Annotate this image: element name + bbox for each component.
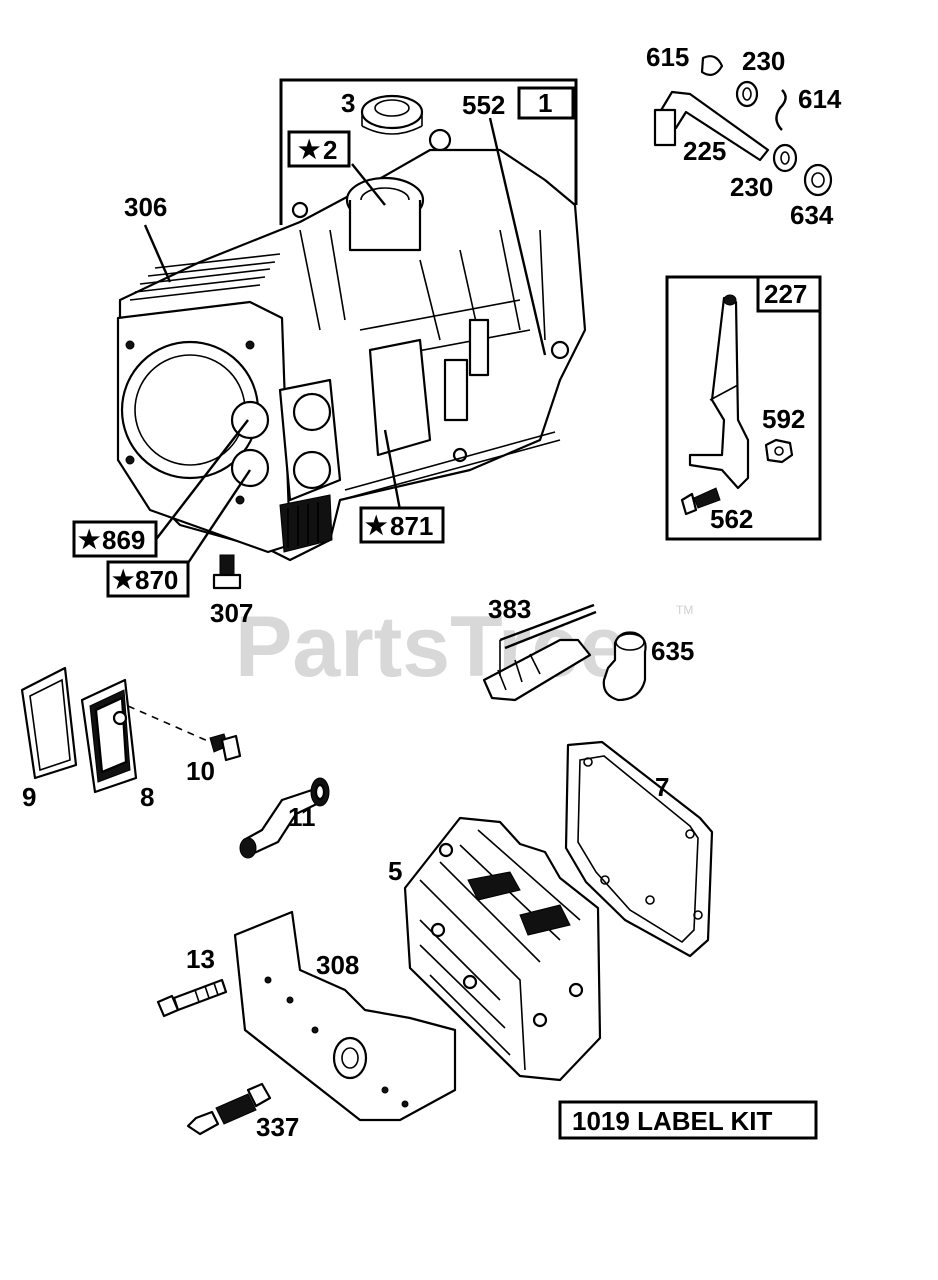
label-kit-box: 1019 LABEL KIT	[558, 1100, 818, 1140]
part-number-592: 592	[762, 404, 805, 434]
part-number-614: 614	[798, 84, 842, 114]
breather-cover-drawing	[20, 666, 330, 859]
part-number-306: 306	[124, 192, 167, 222]
screw-307-drawing	[212, 554, 242, 590]
oil-seal-drawing	[360, 94, 424, 135]
head-gasket-drawing	[564, 740, 714, 958]
part-number-869: 869	[102, 525, 145, 555]
part-number-383: 383	[488, 594, 531, 624]
label-kit-text: 1019 LABEL KIT	[572, 1106, 772, 1136]
kit-1-label: 1	[517, 86, 575, 120]
cylinder-block-drawing	[116, 78, 587, 562]
part-number-870: 870	[135, 565, 178, 595]
cylinder-shield-drawing	[233, 910, 457, 1122]
part-number-10: 10	[186, 756, 215, 786]
governor-shaft-drawing	[653, 55, 833, 197]
part-number-5: 5	[388, 856, 402, 886]
part-number-635: 635	[651, 636, 694, 666]
part-number-227: 227	[764, 279, 807, 309]
governor-lever-kit: 227 592 562	[665, 275, 822, 541]
part-number-1: 1	[538, 88, 552, 118]
sensor-337-drawing	[186, 1082, 272, 1136]
part-number-307: 307	[210, 598, 253, 628]
star-icon: ★	[78, 526, 101, 554]
star-icon: ★	[112, 566, 135, 594]
kit-1-frame	[279, 78, 578, 225]
watermark-trademark: TM	[676, 603, 693, 617]
part-number-308: 308	[316, 950, 359, 980]
part-number-552: 552	[462, 90, 505, 120]
part-number-13: 13	[186, 944, 215, 974]
part-number-2: 2	[323, 135, 337, 165]
part-number-871: 871	[390, 511, 433, 541]
cylinder-head-drawing	[403, 816, 602, 1082]
part-number-562: 562	[710, 504, 753, 534]
star-869-label: ★ 869	[72, 520, 158, 558]
part-number-615: 615	[646, 42, 689, 72]
star-icon: ★	[298, 136, 321, 164]
star-871-label: ★ 871	[359, 506, 445, 544]
part-number-337: 337	[256, 1112, 299, 1142]
block-leader-lines	[143, 117, 547, 573]
part-number-3: 3	[341, 88, 355, 118]
star-icon: ★	[365, 512, 388, 540]
part-number-7: 7	[655, 772, 669, 802]
breather-tube-drawing	[482, 603, 647, 702]
part-number-230-bottom: 230	[730, 172, 773, 202]
star-2-label: ★ 2	[287, 130, 351, 168]
part-number-230-top: 230	[742, 46, 785, 76]
part-number-634: 634	[790, 200, 834, 230]
part-number-8: 8	[140, 782, 154, 812]
part-number-11: 11	[288, 802, 316, 832]
bolt-13-drawing	[156, 978, 228, 1018]
star-870-label: ★ 870	[106, 560, 190, 598]
part-number-9: 9	[22, 782, 36, 812]
part-number-225: 225	[683, 136, 726, 166]
